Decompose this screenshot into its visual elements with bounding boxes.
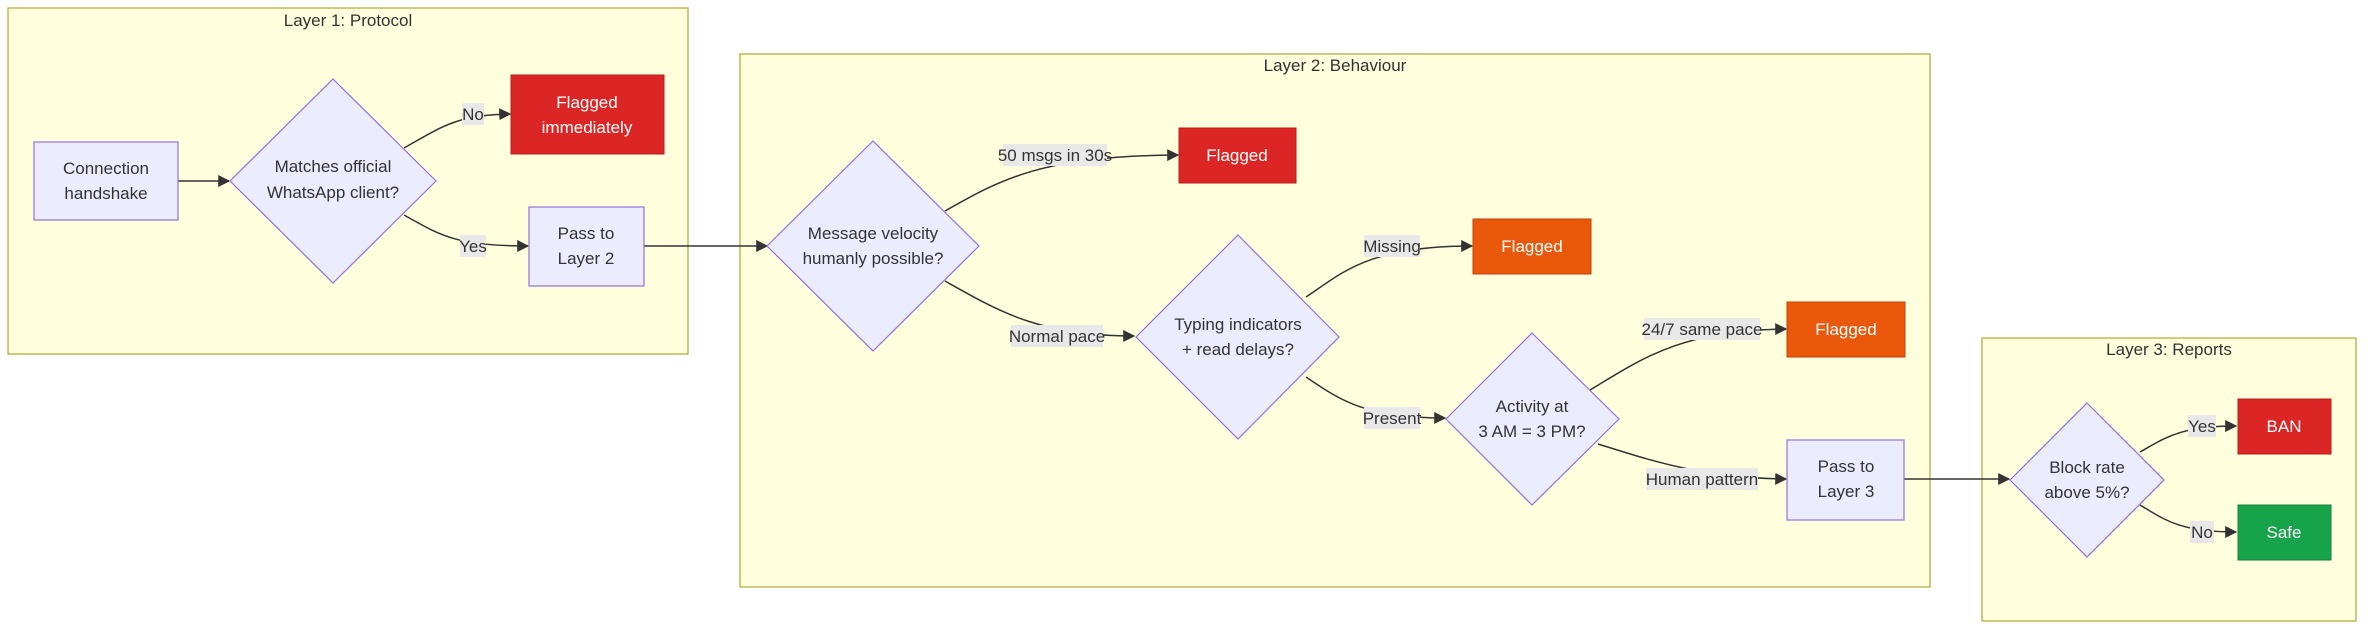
node-flagged-immediately-line-2: immediately (542, 118, 633, 137)
edge-label-human-pattern: Human pattern (1646, 470, 1758, 489)
edge-blockrate-no (2139, 504, 2238, 538)
node-matches-line-2: WhatsApp client? (267, 183, 399, 202)
node-flagged-immediately: Flagged immediately (510, 74, 665, 155)
node-typing-indicators: Typing indicators + read delays? (1135, 234, 1340, 440)
node-flagged-typing-label: Flagged (1501, 237, 1562, 256)
node-pass2-line-1: Pass to (558, 224, 615, 243)
node-pass-to-layer-3: Pass to Layer 3 (1786, 439, 1905, 521)
node-activity-line-2: 3 AM = 3 PM? (1478, 422, 1585, 441)
node-flagged-typing: Flagged (1472, 218, 1592, 275)
node-pass2-line-2: Layer 2 (558, 249, 615, 268)
edge-label-yes: Yes (459, 237, 487, 256)
node-flagged-typing-box (1472, 218, 1592, 275)
node-safe: Safe (2237, 504, 2332, 561)
edge-matches-yes (403, 214, 530, 252)
edge-label-missing: Missing (1363, 237, 1421, 256)
edge-labels: No Yes 50 msgs in 30s Normal pace Missin… (459, 103, 2216, 543)
node-connection-line-1: Connection (63, 159, 149, 178)
node-flagged-activity-label: Flagged (1815, 320, 1876, 339)
node-velocity-line-1: Message velocity (808, 224, 939, 243)
node-flagged-velocity-label: Flagged (1206, 146, 1267, 165)
node-flagged-immediately-line-1: Flagged (556, 93, 617, 112)
node-activity-at: Activity at 3 AM = 3 PM? (1445, 332, 1620, 506)
node-safe-label: Safe (2267, 523, 2302, 542)
node-flagged-velocity: Flagged (1178, 127, 1297, 184)
node-block-rate: Block rate above 5%? (2009, 402, 2165, 558)
edge-label-same-pace: 24/7 same pace (1642, 320, 1763, 339)
node-flagged-activity-box (1786, 301, 1906, 358)
edge-blockrate-yes (2139, 420, 2238, 453)
cluster-title-layer-2: Layer 2: Behaviour (1264, 56, 1407, 75)
node-safe-box (2237, 504, 2332, 561)
node-message-velocity: Message velocity humanly possible? (766, 140, 980, 352)
node-flagged-activity: Flagged (1786, 301, 1906, 358)
edge-velocity-50msgs (944, 149, 1180, 212)
cluster-title-layer-3: Layer 3: Reports (2106, 340, 2232, 359)
node-matches-official: Matches official WhatsApp client? (229, 78, 437, 284)
cluster-title-layer-1: Layer 1: Protocol (284, 11, 413, 30)
edge-label-no: No (462, 105, 484, 124)
node-pass3-line-1: Pass to (1818, 457, 1875, 476)
edges (178, 108, 2238, 538)
node-block-rate-line-2: above 5%? (2044, 483, 2129, 502)
node-connection-line-2: handshake (64, 184, 147, 203)
node-flagged-immediately-box (510, 74, 665, 155)
node-pass-to-layer-2: Pass to Layer 2 (528, 206, 645, 287)
node-block-rate-line-1: Block rate (2049, 458, 2125, 477)
node-activity-line-1: Activity at (1496, 397, 1569, 416)
edge-label-no-layer3: No (2191, 523, 2213, 542)
edge-matches-no (403, 108, 512, 149)
edge-typing-missing (1305, 240, 1474, 298)
edge-label-normal-pace: Normal pace (1009, 327, 1105, 346)
node-matches-line-1: Matches official (275, 157, 392, 176)
edge-label-present: Present (1363, 409, 1422, 428)
node-pass3-line-2: Layer 3 (1818, 482, 1875, 501)
node-ban: BAN (2237, 398, 2332, 455)
edge-label-yes-layer3: Yes (2188, 417, 2216, 436)
node-ban-box (2237, 398, 2332, 455)
node-connection-handshake: Connection handshake (33, 141, 179, 221)
edge-label-50-msgs: 50 msgs in 30s (998, 146, 1112, 165)
node-typing-line-2: + read delays? (1182, 340, 1294, 359)
node-flagged-velocity-box (1178, 127, 1297, 184)
node-ban-label: BAN (2267, 417, 2302, 436)
node-velocity-line-2: humanly possible? (803, 249, 944, 268)
node-typing-line-1: Typing indicators (1174, 315, 1302, 334)
